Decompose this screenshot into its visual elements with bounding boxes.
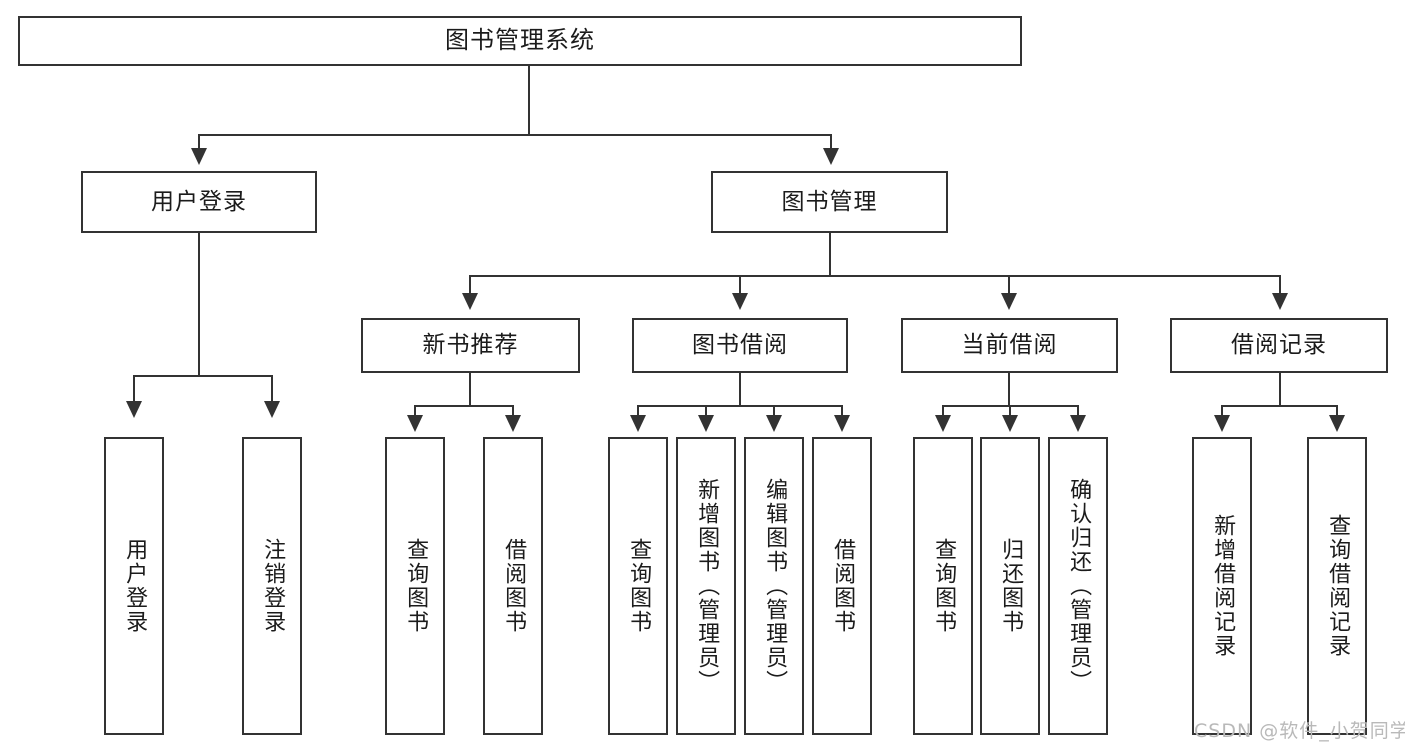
connector-current-leaf2 — [1009, 405, 1011, 417]
connector-newbook-stem — [469, 373, 471, 407]
arrow-login-leaf2 — [264, 401, 280, 418]
connector-record-leaf2 — [1336, 405, 1338, 417]
connector-manage-bus — [469, 275, 1281, 277]
connector-record-bus — [1221, 405, 1337, 407]
connector-current-leaf1 — [942, 405, 944, 417]
node-root-system[interactable]: 图书管理系统 — [18, 16, 1022, 66]
arrow-root-to-login — [191, 148, 207, 165]
arrow-newbook-leaf1 — [407, 415, 423, 432]
leaf-query-borrow-record[interactable]: 查询借阅记录 — [1307, 437, 1367, 735]
connector-borrow-leaf4 — [841, 405, 843, 417]
connector-newbook-bus — [414, 405, 514, 407]
connector-manage-c1 — [469, 275, 471, 295]
leaf-query-book-borrow[interactable]: 查询图书 — [608, 437, 668, 735]
node-current-borrow[interactable]: 当前借阅 — [901, 318, 1118, 373]
connector-borrow-leaf1 — [637, 405, 639, 417]
connector-current-stem — [1008, 373, 1010, 407]
connector-manage-c4 — [1279, 275, 1281, 295]
connector-manage-c2 — [739, 275, 741, 295]
arrow-current-leaf2 — [1002, 415, 1018, 432]
arrow-manage-c1 — [462, 293, 478, 310]
leaf-query-book-current[interactable]: 查询图书 — [913, 437, 973, 735]
leaf-borrow-book-newbook[interactable]: 借阅图书 — [483, 437, 543, 735]
connector-manage-stem — [829, 233, 831, 277]
arrow-borrow-leaf1 — [630, 415, 646, 432]
connector-root-bus — [198, 134, 832, 136]
arrow-login-leaf1 — [126, 401, 142, 418]
leaf-borrow-book[interactable]: 借阅图书 — [812, 437, 872, 735]
connector-borrow-leaf3 — [773, 405, 775, 417]
node-new-book-recommend[interactable]: 新书推荐 — [361, 318, 580, 373]
arrow-current-leaf3 — [1070, 415, 1086, 432]
arrow-newbook-leaf2 — [505, 415, 521, 432]
leaf-user-login[interactable]: 用户登录 — [104, 437, 164, 735]
arrow-borrow-leaf3 — [766, 415, 782, 432]
arrow-record-leaf1 — [1214, 415, 1230, 432]
leaf-edit-book-admin[interactable]: 编辑图书（管理员） — [744, 437, 804, 735]
connector-login-leaf1 — [133, 375, 135, 403]
leaf-return-book[interactable]: 归还图书 — [980, 437, 1040, 735]
connector-newbook-leaf1 — [414, 405, 416, 417]
connector-current-leaf3 — [1077, 405, 1079, 417]
connector-root-to-login — [198, 134, 200, 152]
connector-borrow-leaf2 — [705, 405, 707, 417]
connector-login-leaf2 — [271, 375, 273, 403]
arrow-borrow-leaf2 — [698, 415, 714, 432]
arrow-manage-c4 — [1272, 293, 1288, 310]
connector-login-stem — [198, 233, 200, 377]
node-borrow-record[interactable]: 借阅记录 — [1170, 318, 1388, 373]
leaf-query-book-newbook[interactable]: 查询图书 — [385, 437, 445, 735]
connector-root-stem — [528, 66, 530, 134]
arrow-borrow-leaf4 — [834, 415, 850, 432]
arrow-record-leaf2 — [1329, 415, 1345, 432]
connector-login-bus — [133, 375, 272, 377]
arrow-current-leaf1 — [935, 415, 951, 432]
connector-newbook-leaf2 — [512, 405, 514, 417]
connector-borrow-stem — [739, 373, 741, 407]
node-book-borrow[interactable]: 图书借阅 — [632, 318, 848, 373]
connector-record-leaf1 — [1221, 405, 1223, 417]
leaf-logout[interactable]: 注销登录 — [242, 437, 302, 735]
leaf-confirm-return-admin[interactable]: 确认归还（管理员） — [1048, 437, 1108, 735]
arrow-manage-c2 — [732, 293, 748, 310]
arrow-manage-c3 — [1001, 293, 1017, 310]
connector-borrow-bus — [637, 405, 843, 407]
leaf-add-borrow-record[interactable]: 新增借阅记录 — [1192, 437, 1252, 735]
connector-record-stem — [1279, 373, 1281, 407]
node-book-management[interactable]: 图书管理 — [711, 171, 948, 233]
connector-root-to-manage — [830, 134, 832, 152]
node-user-login[interactable]: 用户登录 — [81, 171, 317, 233]
connector-manage-c3 — [1008, 275, 1010, 295]
arrow-root-to-manage — [823, 148, 839, 165]
leaf-add-book-admin[interactable]: 新增图书（管理员） — [676, 437, 736, 735]
